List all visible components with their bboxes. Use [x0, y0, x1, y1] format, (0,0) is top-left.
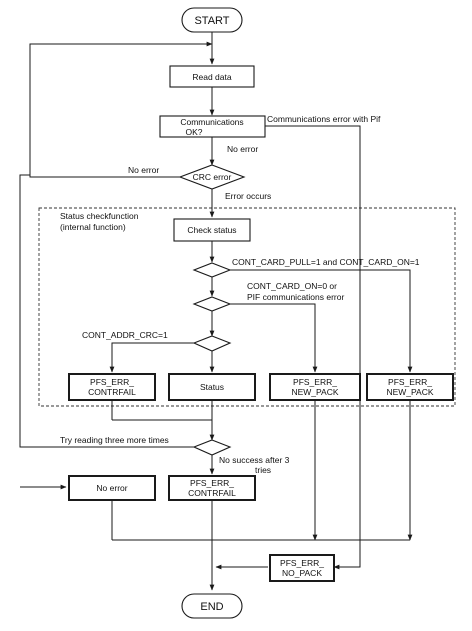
read-data-label: Read data: [192, 72, 231, 82]
communications-ok-line2: OK?: [185, 127, 202, 137]
comm-error-pif-label: Communications error with Pif: [267, 114, 381, 124]
pfs-err-new-pack-2-line1: PFS_ERR_: [388, 377, 432, 387]
error-occurs-label: Error occurs: [225, 191, 271, 201]
no-success-line1: No success after 3: [219, 455, 290, 465]
cond-card-on-line2: PIF communications error: [247, 292, 344, 302]
communications-ok-box: Communications OK?: [159, 115, 266, 138]
no-error-box-label: No error: [96, 483, 127, 493]
pfs-err-no-pack-line1: PFS_ERR_: [280, 558, 324, 568]
pfs-err-contrfail-box-2: PFS_ERR_ CONTRFAIL: [168, 475, 256, 501]
pfs-err-new-pack-2-line2: NEW_PACK: [386, 387, 433, 397]
crc-error-decision: CRC error: [178, 164, 246, 190]
crc-error-label: CRC error: [193, 172, 232, 182]
cond-card-on-line1: CONT_CARD_ON=0 or: [247, 281, 337, 291]
retry-decision: [192, 439, 232, 456]
end-label: END: [200, 601, 223, 613]
status-label: Status: [200, 382, 224, 392]
pfs-err-contrfail-2-line2: CONTRFAIL: [188, 488, 236, 498]
pfs-err-contrfail-1-line2: CONTRFAIL: [88, 387, 136, 397]
pfs-err-new-pack-1-line2: NEW_PACK: [291, 387, 338, 397]
check-status-box: Check status: [173, 218, 251, 242]
no-success-line2: tries: [255, 465, 271, 475]
no-error-comm-label: No error: [227, 144, 258, 154]
status-check-function-boundary: [38, 207, 456, 407]
pfs-err-contrfail-box-1: PFS_ERR_ CONTRFAIL: [68, 373, 156, 401]
addr-crc-decision: [192, 335, 232, 352]
communications-ok-line1: Communications: [180, 117, 243, 127]
read-data-box: Read data: [169, 65, 255, 88]
connectors: [19, 32, 413, 591]
pfs-err-new-pack-box-2: PFS_ERR_ NEW_PACK: [366, 373, 454, 401]
cond-addr-crc-label: CONT_ADDR_CRC=1: [82, 330, 168, 340]
pfs-err-new-pack-box-1: PFS_ERR_ NEW_PACK: [269, 373, 361, 401]
no-error-crc-label: No error: [128, 165, 159, 175]
start-terminal: START: [181, 7, 243, 33]
status-check-function-label: Status checkfunction: [60, 211, 139, 221]
end-terminal: END: [181, 593, 243, 619]
pfs-err-no-pack-line2: NO_PACK: [282, 568, 322, 578]
card-on-decision: [192, 296, 232, 312]
pfs-err-contrfail-2-line1: PFS_ERR_: [190, 478, 234, 488]
try-reading-label: Try reading three more times: [60, 435, 169, 445]
internal-function-label: (internal function): [60, 222, 126, 232]
check-status-label: Check status: [187, 225, 236, 235]
pfs-err-contrfail-1-line1: PFS_ERR_: [90, 377, 134, 387]
start-label: START: [194, 15, 229, 27]
status-box: Status: [168, 373, 256, 401]
pfs-err-no-pack-box: PFS_ERR_ NO_PACK: [269, 554, 335, 582]
no-error-box: No error: [68, 475, 156, 501]
card-pull-decision: [192, 262, 232, 278]
cond-card-pull-label: CONT_CARD_PULL=1 and CONT_CARD_ON=1: [232, 257, 420, 267]
pfs-err-new-pack-1-line1: PFS_ERR_: [293, 377, 337, 387]
